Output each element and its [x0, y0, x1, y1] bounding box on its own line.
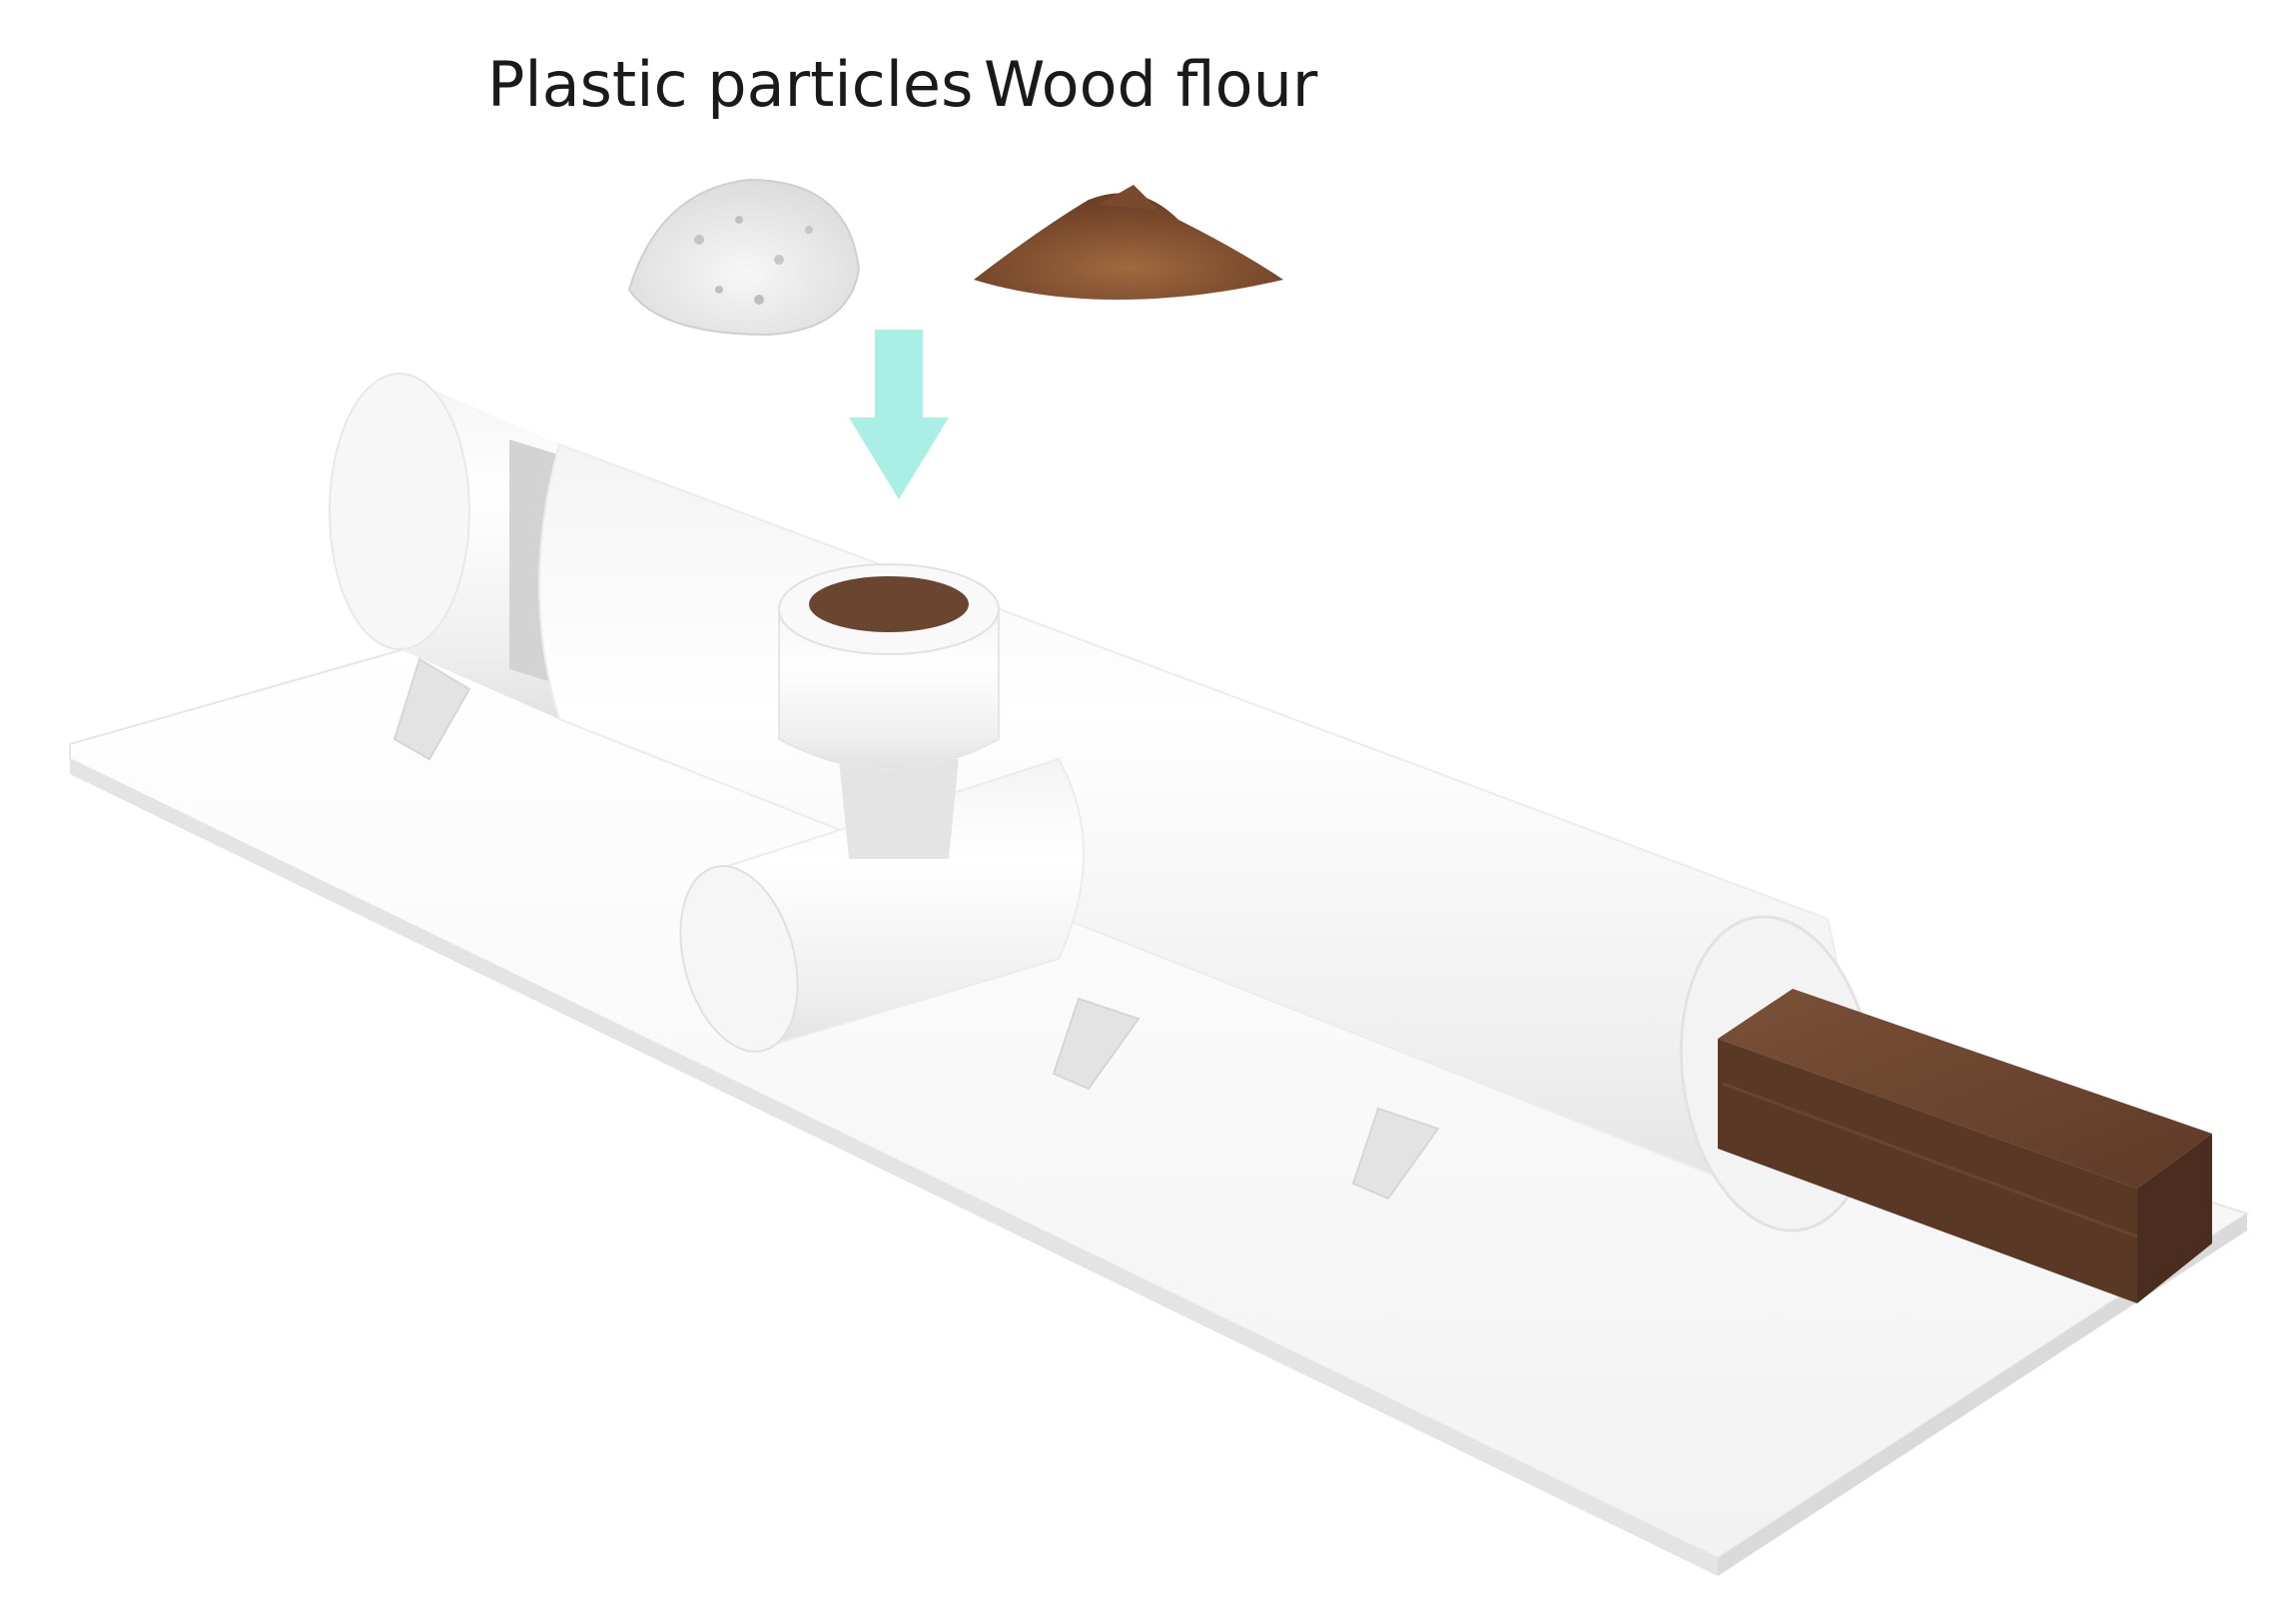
wood-flour-pile — [974, 185, 1283, 300]
plastic-particles-label: Plastic particles — [487, 48, 974, 121]
plastic-particles-pile — [627, 178, 861, 337]
hopper — [778, 563, 1000, 859]
wood-profile — [1718, 989, 2212, 1303]
side-cylinder — [679, 757, 1085, 1053]
hopper-opening — [809, 576, 969, 632]
base-plate — [69, 637, 2250, 1576]
wood-flour-label: Wood flour — [984, 48, 1318, 121]
feed-arrow — [849, 330, 949, 499]
support-legs — [392, 657, 1440, 1201]
